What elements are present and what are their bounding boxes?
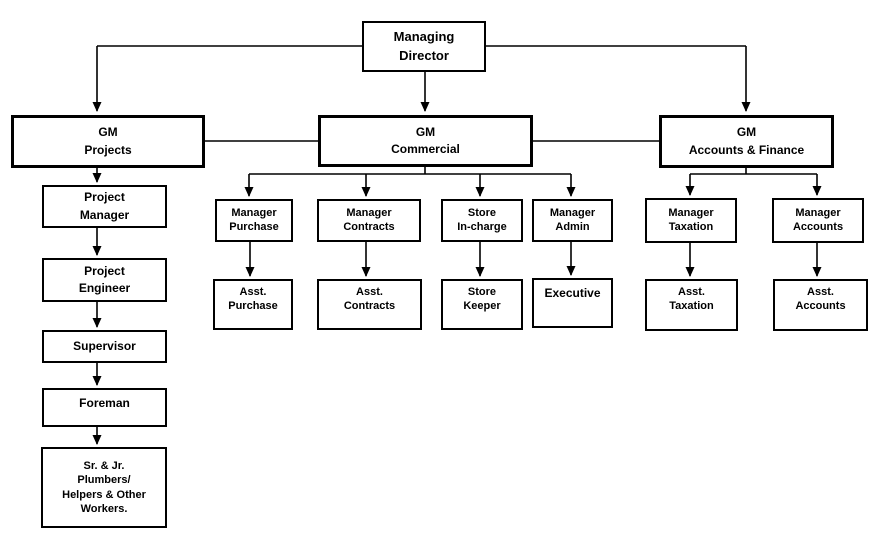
node-asst-accounts: Asst. Accounts	[773, 279, 868, 331]
node-store-keeper: Store Keeper	[441, 279, 523, 330]
node-workers: Sr. & Jr. Plumbers/ Helpers & Other Work…	[41, 447, 167, 528]
node-managing-director: Managing Director	[362, 21, 486, 72]
node-manager-contracts: Manager Contracts	[317, 199, 421, 242]
node-manager-taxation: Manager Taxation	[645, 198, 737, 243]
node-executive: Executive	[532, 278, 613, 328]
node-store-incharge: Store In-charge	[441, 199, 523, 242]
node-manager-admin: Manager Admin	[532, 199, 613, 242]
node-asst-purchase: Asst. Purchase	[213, 279, 293, 330]
node-gm-commercial: GM Commercial	[318, 115, 533, 167]
connector-lines	[92, 45, 822, 445]
node-foreman: Foreman	[42, 388, 167, 427]
node-asst-taxation: Asst. Taxation	[645, 279, 738, 331]
node-gm-accounts-finance: GM Accounts & Finance	[659, 115, 834, 168]
node-manager-purchase: Manager Purchase	[215, 199, 293, 242]
node-supervisor: Supervisor	[42, 330, 167, 363]
node-asst-contracts: Asst. Contracts	[317, 279, 422, 330]
node-gm-projects: GM Projects	[11, 115, 205, 168]
node-project-engineer: Project Engineer	[42, 258, 167, 302]
node-project-manager: Project Manager	[42, 185, 167, 228]
node-manager-accounts: Manager Accounts	[772, 198, 864, 243]
